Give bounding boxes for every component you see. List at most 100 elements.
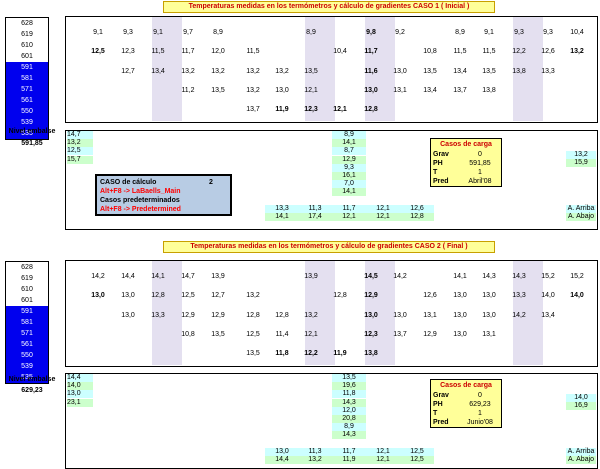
gradient-cell-right[interactable]: 16,9	[566, 402, 596, 411]
temperature-cell[interactable]: 8,9	[213, 29, 223, 36]
gradient-cell-mid[interactable]: 12,0	[332, 406, 366, 415]
temperature-cell[interactable]: 13,2	[246, 87, 260, 94]
temperature-cell[interactable]: 13,0	[453, 331, 467, 338]
temperature-cell[interactable]: 13,0	[121, 292, 135, 299]
temperature-cell[interactable]: 14,0	[570, 292, 584, 299]
temperature-cell[interactable]: 12,3	[121, 48, 135, 55]
temperature-cell[interactable]: 12,9	[181, 312, 195, 319]
temperature-cell[interactable]: 12,1	[304, 331, 318, 338]
gradient-cell-left[interactable]: 14,7	[67, 131, 93, 139]
temperature-cell[interactable]: 10,4	[570, 29, 584, 36]
bottom-gradient-cell[interactable]: 12,1	[366, 205, 400, 213]
temperature-cell[interactable]: 11,8	[275, 350, 289, 357]
temperature-cell[interactable]: 13,2	[246, 68, 260, 75]
temperature-cell[interactable]: 13,4	[423, 87, 437, 94]
bottom-gradient-cell[interactable]: 11,3	[298, 205, 332, 213]
temperature-cell[interactable]: 12,3	[304, 106, 318, 113]
temperature-cell[interactable]: 12,5	[91, 48, 105, 55]
temperature-cell[interactable]: 13,5	[304, 68, 318, 75]
temperature-cell[interactable]: 14,3	[512, 273, 526, 280]
temperature-cell[interactable]: 12,1	[304, 87, 318, 94]
gradient-cell-mid[interactable]: 14,1	[332, 139, 366, 148]
temperature-cell[interactable]: 12,9	[423, 331, 437, 338]
temperature-cell[interactable]: 11,4	[275, 331, 289, 338]
temperature-cell[interactable]: 12,8	[275, 312, 289, 319]
temperature-cell[interactable]: 13,7	[453, 87, 467, 94]
temperature-cell[interactable]: 14,1	[453, 273, 467, 280]
bottom-gradient-cell[interactable]: 12,5	[400, 448, 434, 456]
temperature-cell[interactable]: 9,3	[514, 29, 524, 36]
temperature-cell[interactable]: 12,1	[333, 106, 347, 113]
temperature-cell[interactable]: 13,0	[453, 312, 467, 319]
temperature-cell[interactable]: 13,0	[275, 87, 289, 94]
gradient-cell-left[interactable]: 13,0	[67, 390, 93, 399]
temperature-cell[interactable]: 12,8	[333, 292, 347, 299]
temperature-cell[interactable]: 13,1	[482, 331, 496, 338]
carga-value[interactable]: 1	[478, 169, 482, 176]
temperature-cell[interactable]: 13,0	[453, 292, 467, 299]
bottom-gradient-cell[interactable]: 17,4	[298, 213, 332, 222]
bottom-gradient-cell[interactable]: 12,5	[400, 456, 434, 465]
temperature-cell[interactable]: 13,0	[482, 292, 496, 299]
gradient-cell-mid[interactable]: 13,5	[332, 374, 366, 382]
gradient-cell-mid[interactable]: 9,3	[332, 163, 366, 172]
temperature-cell[interactable]: 13,2	[275, 68, 289, 75]
temperature-cell[interactable]: 13,1	[393, 87, 407, 94]
temperature-cell[interactable]: 13,1	[423, 312, 437, 319]
temperature-cell[interactable]: 9,8	[366, 29, 376, 36]
temperature-cell[interactable]: 12,9	[211, 312, 225, 319]
temperature-cell[interactable]: 13,9	[211, 273, 225, 280]
temperature-cell[interactable]: 14,4	[121, 273, 135, 280]
gradient-cell-right[interactable]: 14,0	[566, 394, 596, 402]
gradient-cell-mid[interactable]: 12,9	[332, 155, 366, 164]
temperature-cell[interactable]: 12,2	[512, 48, 526, 55]
temperature-cell[interactable]: 9,3	[123, 29, 133, 36]
temperature-cell[interactable]: 9,7	[183, 29, 193, 36]
temperature-cell[interactable]: 14,2	[91, 273, 105, 280]
bottom-gradient-cell[interactable]: 12,6	[400, 205, 434, 213]
temperature-cell[interactable]: 12,6	[423, 292, 437, 299]
temperature-cell[interactable]: 12,7	[211, 292, 225, 299]
temperature-cell[interactable]: 13,0	[393, 68, 407, 75]
temperature-cell[interactable]: 13,0	[393, 312, 407, 319]
temperature-cell[interactable]: 14,1	[151, 273, 165, 280]
temperature-cell[interactable]: 12,8	[364, 106, 378, 113]
temperature-cell[interactable]: 13,0	[364, 312, 378, 319]
temperature-cell[interactable]: 9,2	[395, 29, 405, 36]
temperature-cell[interactable]: 14,2	[393, 273, 407, 280]
temperature-cell[interactable]: 8,9	[455, 29, 465, 36]
temperature-cell[interactable]: 12,6	[541, 48, 555, 55]
temperature-cell[interactable]: 15,2	[570, 273, 584, 280]
temperature-cell[interactable]: 14,3	[482, 273, 496, 280]
bottom-gradient-cell[interactable]: 13,3	[265, 205, 299, 213]
gradient-cell-mid[interactable]: 19,6	[332, 382, 366, 391]
gradient-cell-left[interactable]: 12,5	[67, 147, 93, 156]
temperature-cell[interactable]: 10,8	[181, 331, 195, 338]
temperature-cell[interactable]: 13,5	[211, 331, 225, 338]
temperature-cell[interactable]: 10,4	[333, 48, 347, 55]
carga-value[interactable]: 0	[478, 392, 482, 399]
temperature-cell[interactable]: 13,4	[151, 68, 165, 75]
temperature-cell[interactable]: 13,4	[541, 312, 555, 319]
bottom-gradient-cell[interactable]: 12,1	[366, 456, 400, 465]
temperature-cell[interactable]: 13,0	[91, 292, 105, 299]
temperature-cell[interactable]: 13,5	[211, 87, 225, 94]
temperature-cell[interactable]: 13,0	[482, 312, 496, 319]
temperature-cell[interactable]: 13,7	[393, 331, 407, 338]
temperature-cell[interactable]: 11,6	[364, 68, 378, 75]
carga-value[interactable]: 629,23	[469, 401, 491, 408]
temperature-cell[interactable]: 12,0	[211, 48, 225, 55]
temperature-cell[interactable]: 10,8	[423, 48, 437, 55]
temperature-cell[interactable]: 11,9	[275, 106, 289, 113]
gradient-cell-left[interactable]: 13,2	[67, 139, 93, 148]
temperature-cell[interactable]: 8,9	[306, 29, 316, 36]
temperature-cell[interactable]: 13,3	[541, 68, 555, 75]
temperature-cell[interactable]: 11,7	[364, 48, 378, 55]
temperature-cell[interactable]: 12,8	[151, 292, 165, 299]
gradient-cell-left[interactable]: 15,7	[67, 155, 93, 164]
temperature-cell[interactable]: 9,1	[484, 29, 494, 36]
carga-value[interactable]: Junio'08	[467, 419, 493, 426]
carga-value[interactable]: 0	[478, 151, 482, 158]
temperature-cell[interactable]: 13,2	[181, 68, 195, 75]
temperature-cell[interactable]: 12,8	[246, 312, 260, 319]
